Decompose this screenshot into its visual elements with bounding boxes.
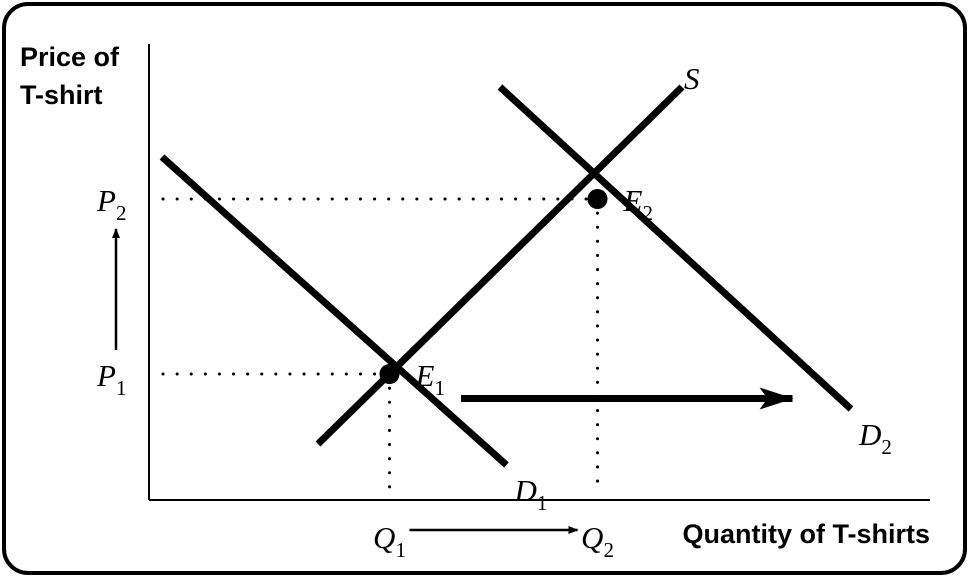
curve-label-d2: D2	[858, 417, 892, 459]
equilibrium-point-2	[587, 189, 608, 209]
price-label-1: P1	[96, 358, 126, 400]
equilibrium-label-1: E1	[415, 358, 445, 400]
quantity-label-1: Q1	[373, 520, 406, 562]
quantity-label-2: Q2	[581, 520, 614, 562]
curve-d1	[159, 154, 509, 468]
curve-label-d1: D1	[514, 473, 548, 515]
curve-label-s: S	[684, 61, 700, 96]
y-axis-label-line-1: Price of	[20, 42, 120, 72]
equilibrium-label-2: E2	[623, 183, 653, 225]
curve-s	[315, 84, 685, 447]
equilibrium-point-1	[379, 364, 400, 384]
x-axis-label: Quantity of T-shirts	[682, 519, 930, 549]
y-axis-label-line-2: T-shirt	[20, 80, 103, 110]
price-label-2: P2	[96, 183, 126, 225]
curve-d2	[497, 84, 854, 412]
